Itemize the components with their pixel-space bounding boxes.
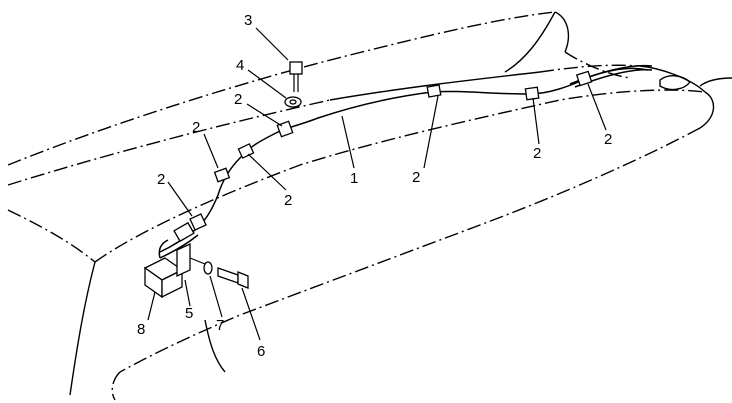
callout-2: 2 (234, 91, 242, 108)
harness-clamps (189, 70, 593, 231)
washer-part-7 (203, 261, 213, 275)
bolt-part-6 (217, 267, 249, 289)
leader-lines (147, 27, 607, 341)
callout-2: 2 (412, 169, 420, 186)
machine-body-outline (7, 11, 732, 401)
plate-part-5 (176, 242, 206, 278)
callout-3: 3 (244, 12, 252, 29)
harness-connector (173, 221, 195, 243)
callout-2: 2 (284, 192, 292, 209)
clamp (213, 167, 231, 183)
washer-part-4 (284, 96, 302, 108)
clamp (237, 143, 255, 159)
clamp (575, 70, 593, 87)
clamp (276, 120, 294, 138)
callout-labels: 3 4 2 2 2 2 2 2 2 2 1 8 5 7 6 (137, 12, 612, 360)
callout-4: 4 (236, 57, 244, 74)
bolt-part-3 (289, 61, 303, 92)
callout-6: 6 (257, 343, 265, 360)
callout-5: 5 (185, 305, 193, 322)
callout-8: 8 (137, 321, 145, 338)
clamp (426, 84, 442, 98)
callout-7: 7 (216, 317, 224, 334)
clamp (524, 86, 540, 101)
callout-2: 2 (604, 131, 612, 148)
clamp (189, 213, 207, 231)
callout-2: 2 (533, 145, 541, 162)
callout-1: 1 (350, 170, 358, 187)
callout-2: 2 (157, 171, 165, 188)
callout-2: 2 (192, 119, 200, 136)
